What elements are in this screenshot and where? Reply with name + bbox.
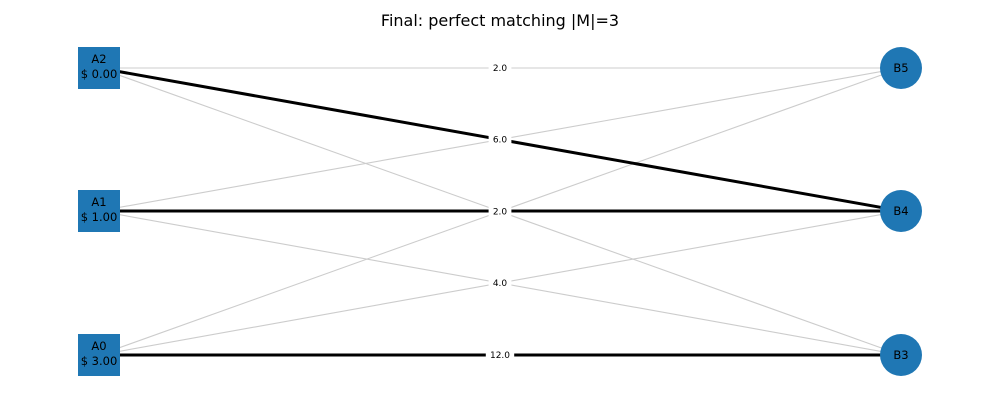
edge-label-layer: 2.0 6.0 2.0 4.0 12.0 bbox=[485, 62, 515, 361]
node-label: A1 bbox=[91, 195, 106, 209]
edge-weight-label: 4.0 bbox=[493, 279, 508, 289]
node-label: B5 bbox=[893, 61, 908, 75]
edge-label-bg bbox=[488, 277, 512, 289]
node-price: $ 0.00 bbox=[81, 67, 118, 81]
node-price: $ 3.00 bbox=[81, 354, 118, 368]
node-label: B3 bbox=[893, 348, 908, 362]
node-square bbox=[78, 190, 120, 232]
node-square bbox=[78, 47, 120, 89]
node-label: A0 bbox=[91, 339, 106, 353]
edge-weight-label: 2.0 bbox=[493, 208, 508, 218]
node-A1: A1$ 1.00 bbox=[78, 190, 120, 232]
node-B5: B5 bbox=[880, 47, 922, 89]
node-square bbox=[78, 334, 120, 376]
node-B3: B3 bbox=[880, 334, 922, 376]
diagram-title: Final: perfect matching |M|=3 bbox=[380, 11, 620, 30]
node-circle bbox=[880, 334, 922, 376]
node-B4: B4 bbox=[880, 190, 922, 232]
edge-weight-label: 2.0 bbox=[493, 64, 508, 74]
edge-label-bg bbox=[488, 133, 512, 146]
node-A0: A0$ 3.00 bbox=[78, 334, 120, 376]
edge-label-bg bbox=[488, 62, 512, 74]
edge-weight-label: 12.0 bbox=[490, 351, 510, 361]
node-price: $ 1.00 bbox=[81, 210, 118, 224]
node-circle bbox=[880, 190, 922, 232]
node-label: B4 bbox=[893, 204, 908, 218]
node-label: A2 bbox=[91, 52, 106, 66]
node-circle bbox=[880, 47, 922, 89]
edge-label-bg bbox=[485, 349, 515, 361]
node-A2: A2$ 0.00 bbox=[78, 47, 120, 89]
edge-weight-label: 6.0 bbox=[493, 136, 508, 146]
edge-label-bg bbox=[488, 205, 512, 218]
